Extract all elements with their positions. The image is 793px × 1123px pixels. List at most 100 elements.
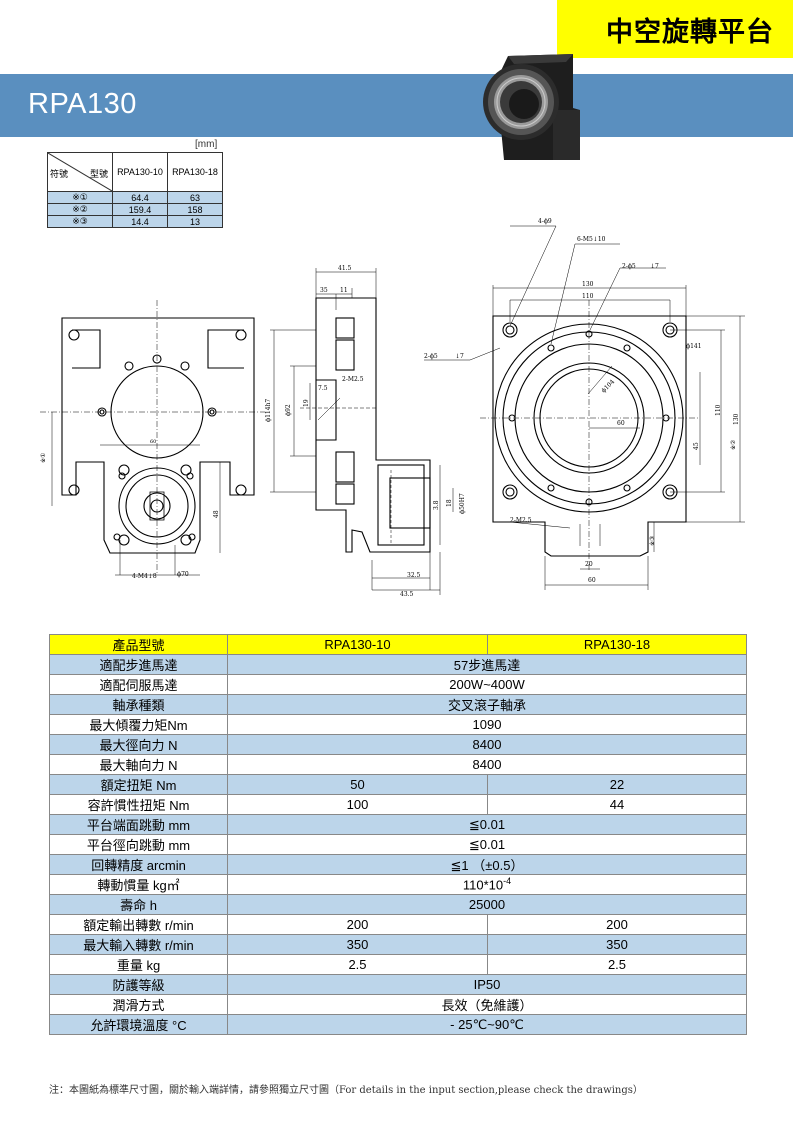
spec-label: 回轉精度 arcmin [49, 854, 228, 875]
spec-value: ≦0.01 [227, 834, 747, 855]
spec-value-exponent: -4 [503, 876, 512, 887]
spec-label: 額定扭矩 Nm [49, 774, 228, 795]
spec-value: 22 [487, 774, 747, 795]
svg-text:※①: ※① [40, 453, 47, 463]
spec-value: 350 [487, 934, 747, 955]
spec-value: 110*10-4 [227, 874, 747, 895]
svg-text:2-M2.5: 2-M2.5 [510, 517, 532, 524]
spec-value: 8400 [227, 754, 747, 775]
spec-value: 57步進馬達 [227, 654, 747, 675]
svg-text:※③: ※③ [649, 536, 656, 546]
dims-value: 64.4 [112, 191, 168, 204]
svg-text:45: 45 [693, 442, 700, 450]
spec-label: 軸承種類 [49, 694, 228, 715]
spec-label: 最大軸向力 N [49, 754, 228, 775]
spec-value: 200W~400W [227, 674, 747, 695]
spec-label: 額定輸出轉數 r/min [49, 914, 228, 935]
svg-text:3.8: 3.8 [433, 500, 440, 510]
svg-text:110: 110 [582, 293, 594, 300]
spec-label: 壽命 h [49, 894, 228, 915]
svg-text:48: 48 [213, 510, 220, 518]
svg-text:60: 60 [617, 420, 625, 427]
footnote: 注：本圖紙為標準尺寸圖，關於輸入端詳情，請參照獨立尺寸圖（For details… [49, 1085, 643, 1096]
spec-label: 防護等級 [49, 974, 228, 995]
svg-text:※②: ※② [730, 440, 737, 450]
spec-label: 容許慣性扭矩 Nm [49, 794, 228, 815]
spec-value: IP50 [227, 974, 747, 995]
svg-text:ϕ114h7: ϕ114h7 [265, 399, 272, 422]
svg-text:20: 20 [585, 561, 593, 568]
svg-text:60: 60 [588, 577, 596, 584]
svg-text:60: 60 [150, 439, 156, 445]
spec-value: 200 [487, 914, 747, 935]
spec-label: 最大傾覆力矩Nm [49, 714, 228, 735]
svg-text:2-ϕ5: 2-ϕ5 [622, 263, 636, 270]
svg-text:2-M2.5: 2-M2.5 [342, 376, 364, 383]
dims-value: 159.4 [112, 203, 168, 216]
svg-text:11: 11 [340, 287, 348, 294]
category-title: 中空旋轉平台 [606, 16, 774, 48]
spec-value: 44 [487, 794, 747, 815]
category-badge: 中空旋轉平台 [557, 0, 793, 58]
dims-value: 158 [167, 203, 223, 216]
spec-value: 交叉滾子軸承 [227, 694, 747, 715]
spec-label: 潤滑方式 [49, 994, 228, 1015]
spec-value: 100 [227, 794, 488, 815]
spec-value: 1090 [227, 714, 747, 735]
spec-value: 2.5 [487, 954, 747, 975]
svg-text:ϕ50H7: ϕ50H7 [459, 493, 466, 514]
spec-value: 350 [227, 934, 488, 955]
spec-header-col2: RPA130-18 [487, 634, 747, 655]
spec-value: 200 [227, 914, 488, 935]
dims-corner-left: 符號 [50, 169, 69, 179]
svg-text:4-ϕ9: 4-ϕ9 [538, 218, 552, 225]
dims-corner-right: 型號 [89, 169, 108, 179]
svg-text:↓7: ↓7 [650, 263, 659, 270]
svg-text:↓7: ↓7 [455, 353, 464, 360]
spec-value: 25000 [227, 894, 747, 915]
svg-text:110: 110 [715, 404, 722, 416]
technical-drawing: ※① 60 48 4-M4↓8 ϕ70 [40, 218, 745, 598]
svg-text:130: 130 [582, 281, 594, 288]
svg-text:32.5: 32.5 [407, 572, 421, 579]
spec-value: - 25℃~90℃ [227, 1014, 747, 1035]
spec-label: 平台徑向跳動 mm [49, 834, 228, 855]
svg-text:18: 18 [446, 499, 453, 507]
svg-text:19: 19 [303, 399, 310, 407]
spec-label: 最大徑向力 N [49, 734, 228, 755]
svg-text:43.5: 43.5 [400, 591, 414, 598]
product-photo [483, 54, 580, 160]
svg-text:35: 35 [320, 287, 328, 294]
spec-value: ≦1 （±0.5） [227, 854, 747, 875]
spec-value: 2.5 [227, 954, 488, 975]
dims-col-header: RPA130-18 [167, 152, 223, 192]
spec-label: 最大輸入轉數 r/min [49, 934, 228, 955]
spec-value-base: 110*10 [462, 877, 504, 893]
svg-text:130: 130 [733, 413, 740, 425]
svg-text:6-M5↓10: 6-M5↓10 [577, 236, 606, 243]
svg-text:41.5: 41.5 [338, 265, 352, 272]
dims-col-header: RPA130-10 [112, 152, 168, 192]
svg-text:4-M4↓8: 4-M4↓8 [132, 573, 157, 580]
dims-value: 13 [167, 215, 223, 228]
spec-label: 適配伺服馬達 [49, 674, 228, 695]
spec-value: 50 [227, 774, 488, 795]
spec-value: ≦0.01 [227, 814, 747, 835]
spec-label: 平台端面跳動 mm [49, 814, 228, 835]
svg-text:ϕ141: ϕ141 [686, 343, 702, 350]
spec-label: 重量 kg [49, 954, 228, 975]
unit-label: [mm] [195, 139, 218, 150]
dims-value: 14.4 [112, 215, 168, 228]
svg-text:ϕ70: ϕ70 [177, 571, 189, 578]
spec-value: 長效（免維護） [227, 994, 747, 1015]
svg-text:ϕ104: ϕ104 [600, 378, 616, 394]
svg-text:2-ϕ5: 2-ϕ5 [424, 353, 438, 360]
svg-text:ϕ92: ϕ92 [285, 404, 292, 416]
spec-label: 允許環境溫度 °C [49, 1014, 228, 1035]
title-band: RPA130 [0, 74, 793, 137]
svg-text:7.5: 7.5 [318, 385, 328, 392]
spec-header-col1: RPA130-10 [227, 634, 488, 655]
spec-value: 8400 [227, 734, 747, 755]
